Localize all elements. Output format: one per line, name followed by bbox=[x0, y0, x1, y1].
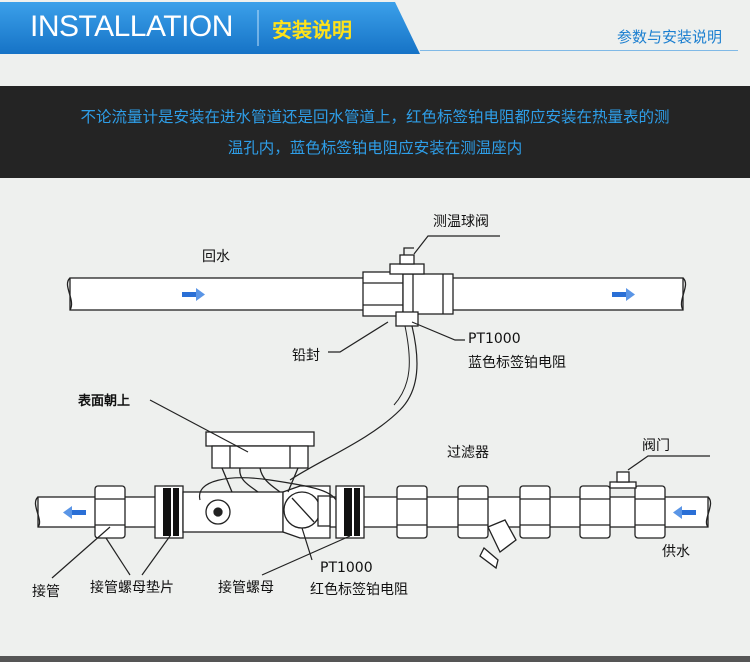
label-joint-nut: 接管螺母 bbox=[218, 579, 274, 596]
label-supply-water: 供水 bbox=[662, 544, 690, 560]
label-pt1000-red-model: PT1000 bbox=[320, 560, 373, 576]
label-pt1000-red-desc: 红色标签铂电阻 bbox=[310, 581, 408, 598]
notice-line-1: 不论流量计是安装在进水管道还是回水管道上，红色标签铂电阻都应安装在热量表的测 bbox=[80, 108, 670, 126]
section-link[interactable]: 参数与安装说明 bbox=[616, 28, 722, 46]
return-flow-arrow-left bbox=[182, 288, 205, 301]
leader-face-up bbox=[149, 399, 249, 453]
header: INSTALLATION 安装说明 参数与安装说明 bbox=[0, 0, 750, 62]
leader-pipe-joint bbox=[51, 526, 111, 579]
notice-line-2: 温孔内，蓝色标签铂电阻应安装在测温座内 bbox=[227, 139, 523, 157]
label-filter: 过滤器 bbox=[447, 445, 489, 461]
bottom-divider bbox=[0, 656, 750, 662]
supply-flow-arrow-left bbox=[63, 506, 86, 519]
label-lead-seal: 铅封 bbox=[292, 348, 320, 364]
supply-flow-arrow-right bbox=[673, 506, 696, 519]
title-chinese: 安装说明 bbox=[272, 18, 352, 42]
return-flow-arrow-right bbox=[612, 288, 635, 301]
label-return-water: 回水 bbox=[202, 249, 230, 265]
label-valve: 阀门 bbox=[642, 438, 670, 454]
leader-valve bbox=[627, 455, 710, 471]
leader-lead-seal bbox=[328, 321, 389, 353]
filter bbox=[479, 519, 517, 570]
leader-nut-gasket bbox=[141, 535, 171, 576]
installation-diagram: 测温球阀 回水 铅封 PT1000 蓝色标签铂电阻 bbox=[32, 214, 712, 600]
blue-sensor-cable bbox=[289, 325, 418, 481]
label-pt1000-blue-model: PT1000 bbox=[468, 331, 521, 347]
leader-temp-valve bbox=[413, 235, 500, 255]
leader-pt1000-red bbox=[301, 527, 313, 561]
supply-valve bbox=[609, 471, 637, 489]
temp-ball-valve bbox=[362, 247, 454, 327]
heat-meter bbox=[182, 485, 331, 539]
return-pipe bbox=[66, 277, 687, 311]
label-pt1000-blue-desc: 蓝色标签铂电阻 bbox=[468, 354, 566, 371]
leader-joint-nut bbox=[261, 535, 351, 576]
meter-display bbox=[205, 431, 315, 493]
joint-nut-left bbox=[94, 485, 126, 539]
label-temp-ball-valve: 测温球阀 bbox=[433, 214, 489, 230]
title-banner bbox=[0, 2, 420, 54]
label-face-up: 表面朝上 bbox=[77, 393, 130, 409]
gasket-left bbox=[154, 485, 184, 539]
leader-pt1000-blue bbox=[411, 321, 465, 341]
label-nut-gasket: 接管螺母垫片 bbox=[90, 579, 174, 596]
section-underline bbox=[420, 50, 738, 51]
coupling-nuts bbox=[396, 485, 666, 539]
gasket-right bbox=[335, 485, 365, 539]
title-english: INSTALLATION bbox=[30, 10, 233, 43]
notice-banner: 不论流量计是安装在进水管道还是回水管道上，红色标签铂电阻都应安装在热量表的测 温… bbox=[0, 86, 750, 178]
label-pipe-joint: 接管 bbox=[32, 583, 60, 600]
red-sensor-cable bbox=[199, 477, 337, 501]
